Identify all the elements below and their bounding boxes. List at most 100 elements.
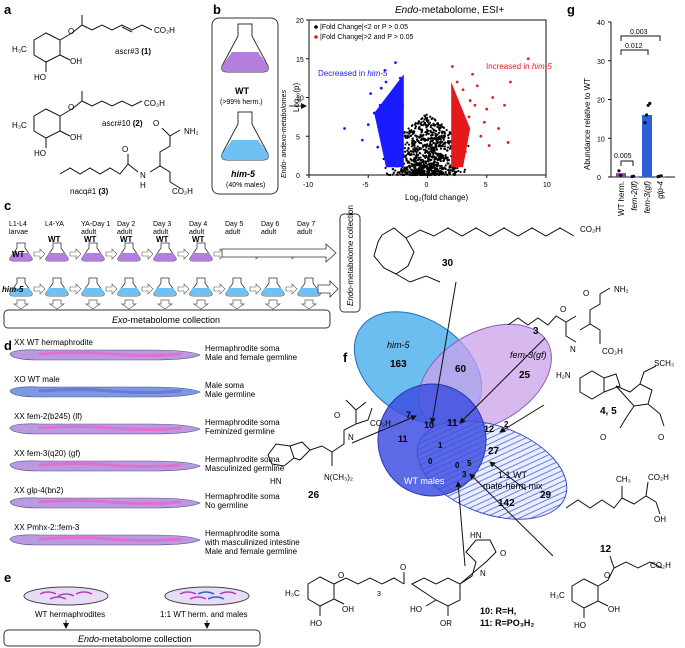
volcano-point-ns	[416, 173, 419, 176]
volcano-point-ns	[435, 122, 439, 125]
volcano-point-decreased	[366, 123, 370, 127]
c-stage-label: adult	[189, 229, 204, 236]
volcano-point-ns	[412, 144, 415, 147]
d-worm-desc: No germline	[205, 501, 249, 510]
volcano-point-ns	[409, 158, 412, 161]
c-stage-label: Day 5	[225, 221, 243, 228]
panel-f-letter: f	[343, 350, 348, 365]
volcano-point-increased	[464, 150, 467, 154]
g-category-label: WT herm.	[617, 181, 626, 216]
volcano-point-ns	[443, 147, 446, 151]
volcano-point-ns	[405, 168, 408, 171]
volcano-point-increased	[497, 127, 500, 130]
g-point	[619, 173, 623, 178]
volcano-point-ns	[426, 151, 430, 155]
volcano-point-ns	[440, 170, 443, 173]
volcano-point-ns	[414, 167, 417, 170]
d-worm-gonad	[38, 536, 182, 542]
volcano-point-ns	[437, 157, 440, 160]
volcano-point-ns	[434, 151, 437, 155]
volcano-point-ns	[424, 123, 427, 126]
volcano-point-ns	[411, 142, 414, 145]
c-him5-row-label: him-5	[2, 285, 24, 294]
volcano-point-ns	[422, 167, 425, 170]
volcano-point-ns	[428, 145, 431, 148]
c26-number: 26	[308, 490, 320, 501]
d-worm-gonad	[38, 351, 182, 357]
volcano-point-ns	[412, 160, 416, 163]
c-him5-flask-icon-fill	[261, 288, 285, 296]
volcano-ytick-label: 15	[296, 57, 304, 64]
c-wt-flask-icon-fill	[81, 253, 105, 261]
volcano-point-ns	[406, 134, 409, 137]
volcano-point-ns	[419, 156, 422, 159]
volcano-point-ns	[404, 143, 407, 146]
volcano-point-increased	[473, 103, 477, 107]
c-right-arrow-icon	[177, 283, 190, 295]
volcano-point-ns	[424, 162, 427, 165]
c-wt-flask-icon-label: WT	[156, 235, 169, 244]
volcano-point-ns	[427, 158, 431, 161]
ascr10-co2h: CO₂H	[144, 99, 165, 108]
venn-mix-label2: male-herm mix	[483, 481, 543, 491]
d-worm-desc: Hermaphrodite soma	[205, 492, 280, 501]
volcano-point-decreased	[397, 154, 401, 158]
c45-o2: O	[658, 433, 664, 442]
ascr3-ho: HO	[34, 73, 46, 82]
volcano-point-ns	[428, 121, 431, 124]
volcano-point-ns	[426, 120, 429, 124]
volcano-point-ns	[438, 156, 441, 159]
volcano-point-ns	[448, 170, 451, 173]
volcano-point-ns	[417, 164, 420, 167]
volcano-point-ns	[436, 162, 439, 166]
c-right-arrow-icon	[285, 283, 298, 295]
c-stage-label: adult	[225, 229, 240, 236]
volcano-point-ns	[435, 146, 438, 150]
volcano-point-ns	[425, 113, 428, 116]
volcano-point-ns	[414, 134, 417, 137]
c12-h3c: H₃C	[550, 591, 565, 600]
panel-b-letter: b	[213, 2, 221, 17]
volcano-point-ns	[433, 128, 436, 132]
volcano-point-ns	[418, 173, 421, 176]
c45-number: 4, 5	[600, 406, 617, 417]
c-down-arrow-icon	[264, 299, 282, 310]
volcano-point-decreased	[383, 68, 387, 72]
c-right-arrow-icon	[213, 283, 226, 295]
c-right-arrow-icon	[105, 283, 118, 295]
c-him5-flask-icon-fill	[117, 288, 141, 296]
c-right-arrow-icon	[249, 283, 262, 295]
c10-ho2: HO	[410, 605, 422, 614]
nacq1-h: H	[140, 181, 146, 190]
volcano-point-ns	[423, 114, 426, 117]
volcano-point-ns	[422, 133, 425, 136]
g-ylabel: Abundance relative to WT	[583, 78, 592, 170]
volcano-point-ns	[394, 169, 397, 172]
ascr3-co2h: CO₂H	[154, 26, 175, 35]
volcano-point-ns	[441, 173, 445, 176]
volcano-xtick-label: 0	[425, 182, 429, 189]
volcano-point-ns	[392, 171, 395, 174]
volcano-point-increased	[482, 120, 486, 124]
volcano-point-ns	[427, 173, 431, 177]
c45-h2n: H₂N	[556, 371, 571, 380]
volcano-point-ns	[430, 117, 433, 120]
volcano-point-ns	[438, 154, 441, 157]
g-ytick-label: 0	[597, 175, 601, 182]
compound-29-structure	[565, 481, 661, 515]
volcano-point-ns	[419, 168, 422, 171]
volcano-point-decreased	[400, 127, 403, 130]
volcano-point-ns	[404, 136, 407, 139]
c26-o: O	[334, 411, 340, 420]
legend-ns-marker	[314, 25, 318, 29]
volcano-point-ns	[434, 124, 437, 127]
c-right-arrow-icon	[105, 248, 118, 260]
c10-o3: O	[500, 549, 506, 558]
volcano-point-increased	[479, 134, 483, 138]
volcano-point-ns	[443, 132, 447, 135]
volcano-point-ns	[434, 144, 437, 147]
panel-g-letter: g	[567, 2, 575, 17]
volcano-point-ns	[412, 130, 415, 133]
